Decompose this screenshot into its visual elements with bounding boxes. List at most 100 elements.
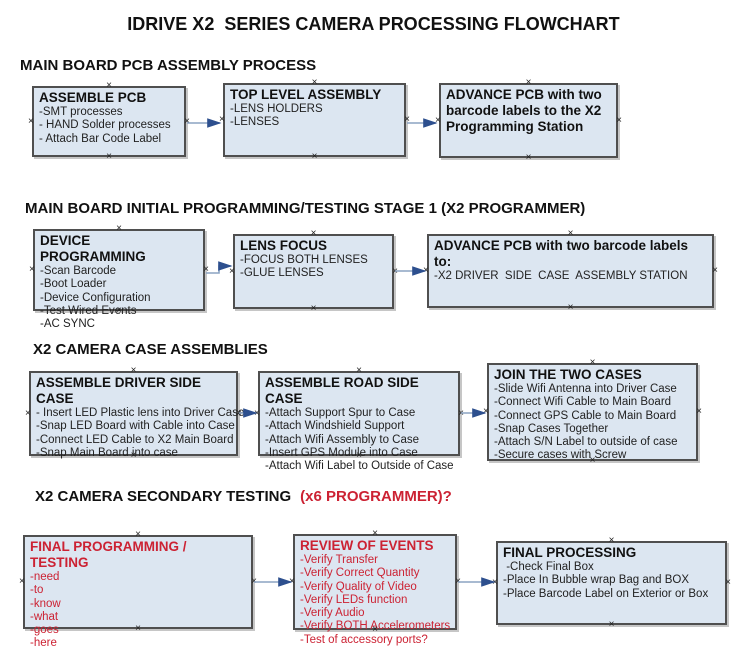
connection-handle-icon: × <box>19 576 25 587</box>
connection-handle-icon: × <box>725 577 731 588</box>
box-line: -Attach Windshield Support <box>265 420 405 433</box>
connection-handle-icon: × <box>289 576 295 587</box>
connection-handle-icon: × <box>455 576 461 587</box>
connection-handle-icon: × <box>116 305 122 316</box>
connection-handle-icon: × <box>311 77 318 88</box>
connection-handle-icon: × <box>608 619 615 630</box>
connection-handle-icon: × <box>567 228 574 239</box>
box-line: -Check Final Box <box>503 561 594 573</box>
section-heading-secondary-testing-red: (x6 PROGRAMMER)? <box>300 488 452 505</box>
box-line: -X2 DRIVER SIDE CASE ASSEMBLY STATION <box>434 270 688 282</box>
box-line: - HAND Solder processes <box>39 119 171 132</box>
box-device-programming: DEVICE PROGRAMMING -Scan Barcode-Boot Lo… <box>29 224 209 331</box>
connection-handle-icon: × <box>219 114 225 125</box>
box-line: -LENS HOLDERS <box>230 103 323 115</box>
box-line: -Place Barcode Label on Exterior or Box <box>503 587 709 600</box>
box-advance-pcb-programming-station: ADVANCE PCB with two barcode labels to t… <box>435 78 622 163</box>
box-line: -Snap Main Board into case <box>36 446 178 459</box>
box-line: -Verify Correct Quantity <box>300 567 420 580</box>
box-line: -Verify Quality of Video <box>300 580 417 593</box>
box-line: -AC SYNC <box>40 318 95 331</box>
box-line: -Secure cases with Screw <box>494 449 627 462</box>
connection-handle-icon: × <box>184 115 190 127</box>
connection-handle-icon: × <box>492 577 498 588</box>
box-line: -FOCUS BOTH LENSES <box>240 254 368 266</box>
box-line: -Connect GPS Cable to Main Board <box>494 409 677 422</box>
box-line: -Attach Support Spur to Case <box>265 407 416 419</box>
box-assemble-pcb: ASSEMBLE PCB -SMT processes- HAND Solder… <box>28 81 190 162</box>
box-line: -Verify Transfer <box>300 554 378 566</box>
connection-handle-icon: × <box>106 80 112 91</box>
box-review-of-events: REVIEW OF EVENTS -Verify Transfer-Verify… <box>289 529 461 646</box>
connection-handle-icon: × <box>251 576 257 587</box>
box-lines: -Verify Transfer-Verify Correct Quantity… <box>300 554 451 647</box>
section-heading-secondary-testing-black: X2 CAMERA SECONDARY TESTING <box>35 488 292 505</box>
box-line: -to <box>30 584 44 597</box>
box-advance-pcb-driver-side-station: ADVANCE PCB with two barcode labels to: … <box>423 229 718 313</box>
box-title: FINAL PROGRAMMING / TESTING <box>30 539 187 570</box>
connection-handle-icon: × <box>423 265 429 276</box>
connection-handle-icon: × <box>696 406 702 417</box>
box-title: DEVICE PROGRAMMING <box>40 233 146 264</box>
box-line: -Slide Wifi Antenna into Driver Case <box>494 383 677 395</box>
connection-handle-icon: × <box>608 535 615 546</box>
connection-handle-icon: × <box>236 407 242 419</box>
box-lines: -SMT processes- HAND Solder processes- A… <box>39 106 180 146</box>
connection-handle-icon: × <box>130 450 137 461</box>
connection-handle-icon: × <box>525 152 532 163</box>
box-title: ASSEMBLE ROAD SIDE CASE <box>265 375 419 406</box>
section-heading-secondary-testing: X2 CAMERA SECONDARY TESTING (x6 PROGRAMME… <box>35 488 452 505</box>
box-line: -Snap LED Board with Cable into Case <box>36 420 235 433</box>
box-join-the-two-cases: JOIN THE TWO CASES -Slide Wifi Antenna i… <box>483 358 702 466</box>
connection-handle-icon: × <box>525 77 532 88</box>
box-lens-focus: LENS FOCUS -FOCUS BOTH LENSES-GLUE LENSE… <box>229 229 398 314</box>
box-line: -LENSES <box>230 116 280 129</box>
connection-handle-icon: × <box>458 407 464 419</box>
box-title: FINAL PROCESSING <box>503 545 637 560</box>
connection-handle-icon: × <box>356 450 362 461</box>
box-line: -Boot Loader <box>40 278 107 291</box>
box-line: -need <box>30 571 60 583</box>
connection-handle-icon: × <box>28 115 34 127</box>
box-lines: -Slide Wifi Antenna into Driver Case -Con… <box>494 383 692 463</box>
connection-handle-icon: × <box>356 365 362 376</box>
connection-handle-icon: × <box>116 223 122 234</box>
box-line: -what <box>30 610 59 623</box>
connection-handle-icon: × <box>589 455 596 466</box>
box-line: -Connect LED Cable to X2 Main Board <box>36 433 234 446</box>
connection-handle-icon: × <box>435 114 441 126</box>
box-title: TOP LEVEL ASSEMBLY <box>230 87 382 102</box>
connection-handle-icon: × <box>254 407 260 419</box>
box-lines: -Attach Support Spur to Case-Attach Wind… <box>265 407 454 473</box>
box-line: -know <box>30 597 61 610</box>
flow-arrow <box>206 261 233 274</box>
connection-handle-icon: × <box>310 303 317 314</box>
box-final-programming-testing: FINAL PROGRAMMING / TESTING -need-to-kno… <box>19 530 257 650</box>
connection-handle-icon: × <box>106 151 112 162</box>
box-line: -here <box>30 637 57 650</box>
box-line: -GLUE LENSES <box>240 267 324 280</box>
connection-handle-icon: × <box>372 624 378 635</box>
box-line: - Attach Bar Code Label <box>39 132 162 145</box>
box-line: -Attach Wifi Label to Outside of Case <box>265 460 454 473</box>
connection-handle-icon: × <box>130 365 137 376</box>
box-title: ASSEMBLE DRIVER SIDE CASE <box>36 375 202 406</box>
box-lines: -X2 DRIVER SIDE CASE ASSEMBLY STATION <box>434 270 708 283</box>
box-line: -Place In Bubble wrap Bag and BOX <box>503 574 690 587</box>
section-heading-pcb-assembly: MAIN BOARD PCB ASSEMBLY PROCESS <box>20 57 317 74</box>
page-title: IDRIVE X2 SERIES CAMERA PROCESSING FLOWC… <box>127 14 620 34</box>
box-title: ADVANCE PCB with two barcode labels to t… <box>446 87 602 134</box>
box-line: -Attach Wifi Assembly to Case <box>265 433 420 446</box>
box-line: -Verify BOTH Accelerometers <box>300 620 451 633</box>
box-lines: -FOCUS BOTH LENSES-GLUE LENSES <box>240 254 388 281</box>
connection-handle-icon: × <box>616 114 622 126</box>
connection-handle-icon: × <box>25 407 31 419</box>
box-assemble-driver-side-case: ASSEMBLE DRIVER SIDE CASE - Insert LED P… <box>25 366 244 461</box>
connection-handle-icon: × <box>372 528 378 539</box>
box-title: ASSEMBLE PCB <box>39 90 147 105</box>
connection-handle-icon: × <box>404 114 410 125</box>
box-lines: - Insert LED Plastic lens into Driver Ca… <box>36 407 244 460</box>
connection-handle-icon: × <box>29 264 35 275</box>
section-heading-initial-programming: MAIN BOARD INITIAL PROGRAMMING/TESTING S… <box>25 200 586 217</box>
